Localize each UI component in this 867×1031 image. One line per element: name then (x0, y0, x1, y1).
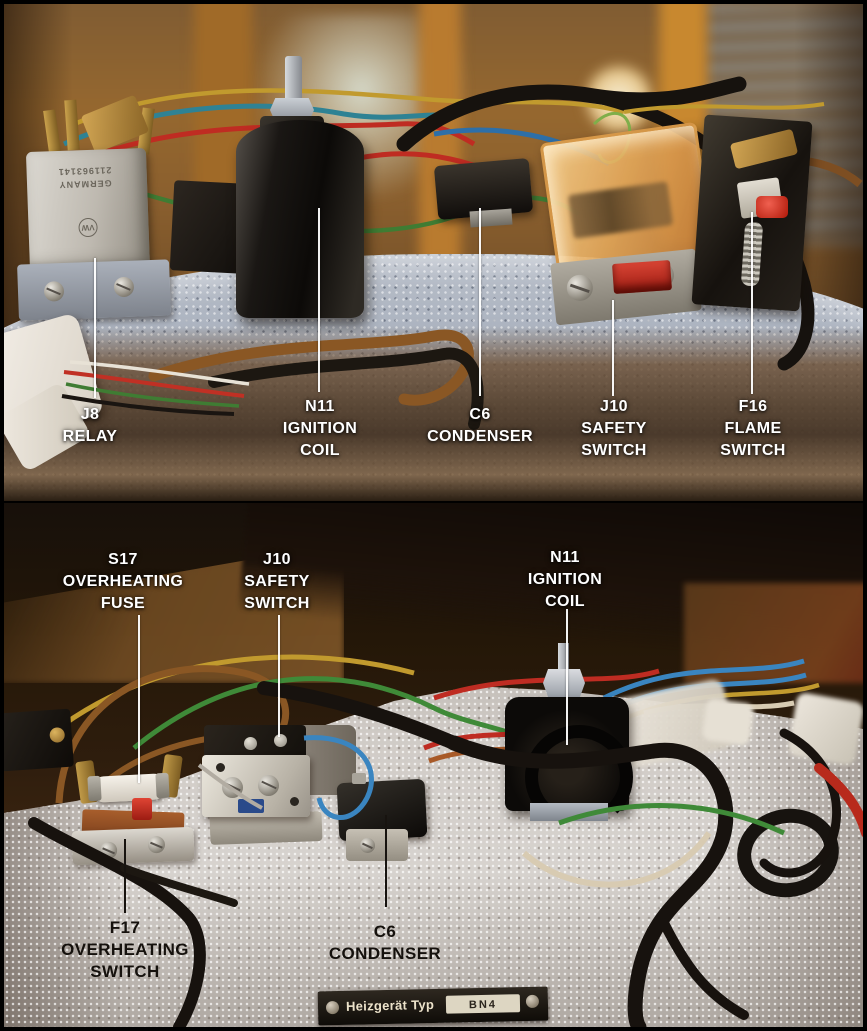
leader-j10 (278, 615, 280, 737)
wire-red (98, 121, 476, 157)
black-loom (257, 681, 461, 750)
label-c6-condenser: C6 CONDENSER (328, 922, 442, 963)
plate-hole (216, 763, 225, 772)
leader-j8 (94, 258, 96, 398)
nameplate-value-box: BN4 (445, 994, 521, 1014)
leader-f16 (751, 212, 753, 394)
wire-green (65, 382, 240, 408)
label-n11-ignition-coil: N11 IGNITION COIL (527, 549, 603, 610)
nameplate-value: BN4 (468, 998, 498, 1012)
wiring-harness-bottom-front (28, 728, 863, 1027)
plate-screw (258, 775, 279, 796)
wire-yellow (623, 102, 825, 114)
plate-hole (290, 797, 299, 806)
wire-white (69, 360, 250, 386)
n11-ignition-coil-component (236, 120, 364, 318)
wire-gray (197, 763, 263, 810)
wire-green (558, 803, 786, 836)
black-loom (446, 735, 734, 1027)
wire-yellow (73, 88, 625, 127)
black-cable (28, 817, 206, 1027)
plate-rivet (325, 1000, 340, 1015)
nameplate-label: Heizgerät Typ (345, 996, 435, 1014)
label-j8-relay: J8 RELAY (62, 406, 118, 445)
wire-blue (602, 658, 805, 701)
leader-f17 (124, 839, 126, 913)
leader-s17 (138, 615, 140, 783)
terminal-screw (244, 737, 257, 750)
wire-blue (303, 735, 374, 821)
red-cable (814, 763, 863, 837)
flame-switch-red-indicator (756, 196, 788, 218)
leader-c6 (479, 208, 481, 396)
coil-stud (285, 56, 302, 108)
label-j10-safety-switch: J10 SAFETY SWITCH (244, 551, 310, 612)
label-c6-condenser: C6 CONDENSER (427, 406, 533, 445)
leader-n11 (318, 208, 320, 392)
bracket-screw (360, 838, 375, 853)
condenser-terminal (352, 773, 366, 784)
blue-badge (238, 799, 264, 813)
nameplate: Heizgerät Typ BN4 (317, 986, 549, 1026)
leader-n11 (566, 609, 568, 745)
photo-top-view: GERMANY 211963141 VW (4, 4, 863, 501)
label-f16-flame-switch: F16 FLAME SWITCH (720, 398, 786, 459)
label-n11-ignition-coil: N11 IGNITION COIL (282, 398, 358, 459)
wire-brown (55, 665, 290, 804)
black-cable (659, 918, 749, 1020)
wiring-harness-top-front (61, 329, 484, 430)
coil-hex-nut (543, 669, 585, 697)
plate-rivet (525, 994, 540, 1009)
wire-brown-thick (148, 329, 474, 406)
leader-c6 (385, 815, 387, 907)
condenser-bracket (346, 829, 408, 861)
black-cable (120, 864, 238, 907)
black-cable (759, 728, 842, 878)
photo-side-view: Heizgerät Typ BN4 S17 OVERHEATING FUSE J… (4, 503, 863, 1027)
leader-j10 (612, 300, 614, 396)
coil-stud (558, 643, 569, 677)
label-f17-overheating-switch: F17 OVERHEATING SWITCH (61, 918, 189, 981)
black-cable (208, 347, 484, 430)
red-button (132, 798, 152, 820)
terminal-screw (274, 734, 287, 747)
wire-black (61, 394, 235, 416)
wire-cream (521, 831, 712, 888)
wire-red (63, 370, 245, 398)
label-j10-safety-switch: J10 SAFETY SWITCH (581, 398, 647, 459)
label-s17-overheating-fuse: S17 OVERHEATING FUSE (62, 551, 184, 612)
